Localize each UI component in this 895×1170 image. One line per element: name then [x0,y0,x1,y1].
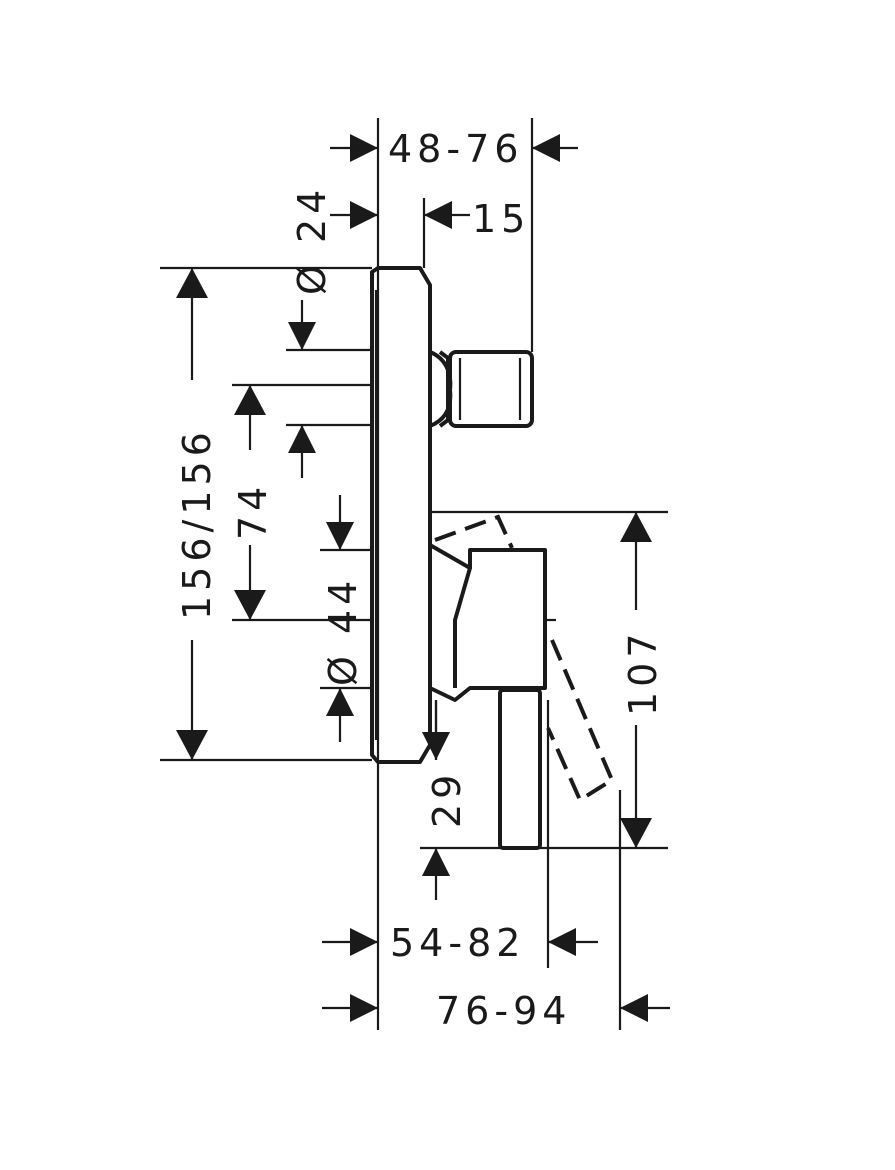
dim-offset-15: 15 [472,197,530,241]
dim-lever-height: 107 [621,628,665,716]
dim-top-width: 48-76 [388,127,523,171]
mixer-body [370,266,615,850]
dim-bottom-29: 29 [425,770,469,828]
dim-diameter-lower: Ø 44 [321,576,365,686]
diverter-outlet [429,350,534,428]
dim-depth-inner: 54-82 [390,921,525,965]
dim-spacing-74: 74 [231,482,275,540]
dim-diameter-upper: Ø 24 [290,185,334,295]
dimension-labels: 48-76 Ø 24 15 156/156 74 Ø 44 107 29 54-… [175,127,665,1033]
dim-depth-outer: 76-94 [436,989,571,1033]
dim-total-height: 156/156 [175,427,219,620]
cover-plate [370,266,432,764]
extension-lines [160,118,668,1030]
dimension-arrows [176,134,670,1022]
